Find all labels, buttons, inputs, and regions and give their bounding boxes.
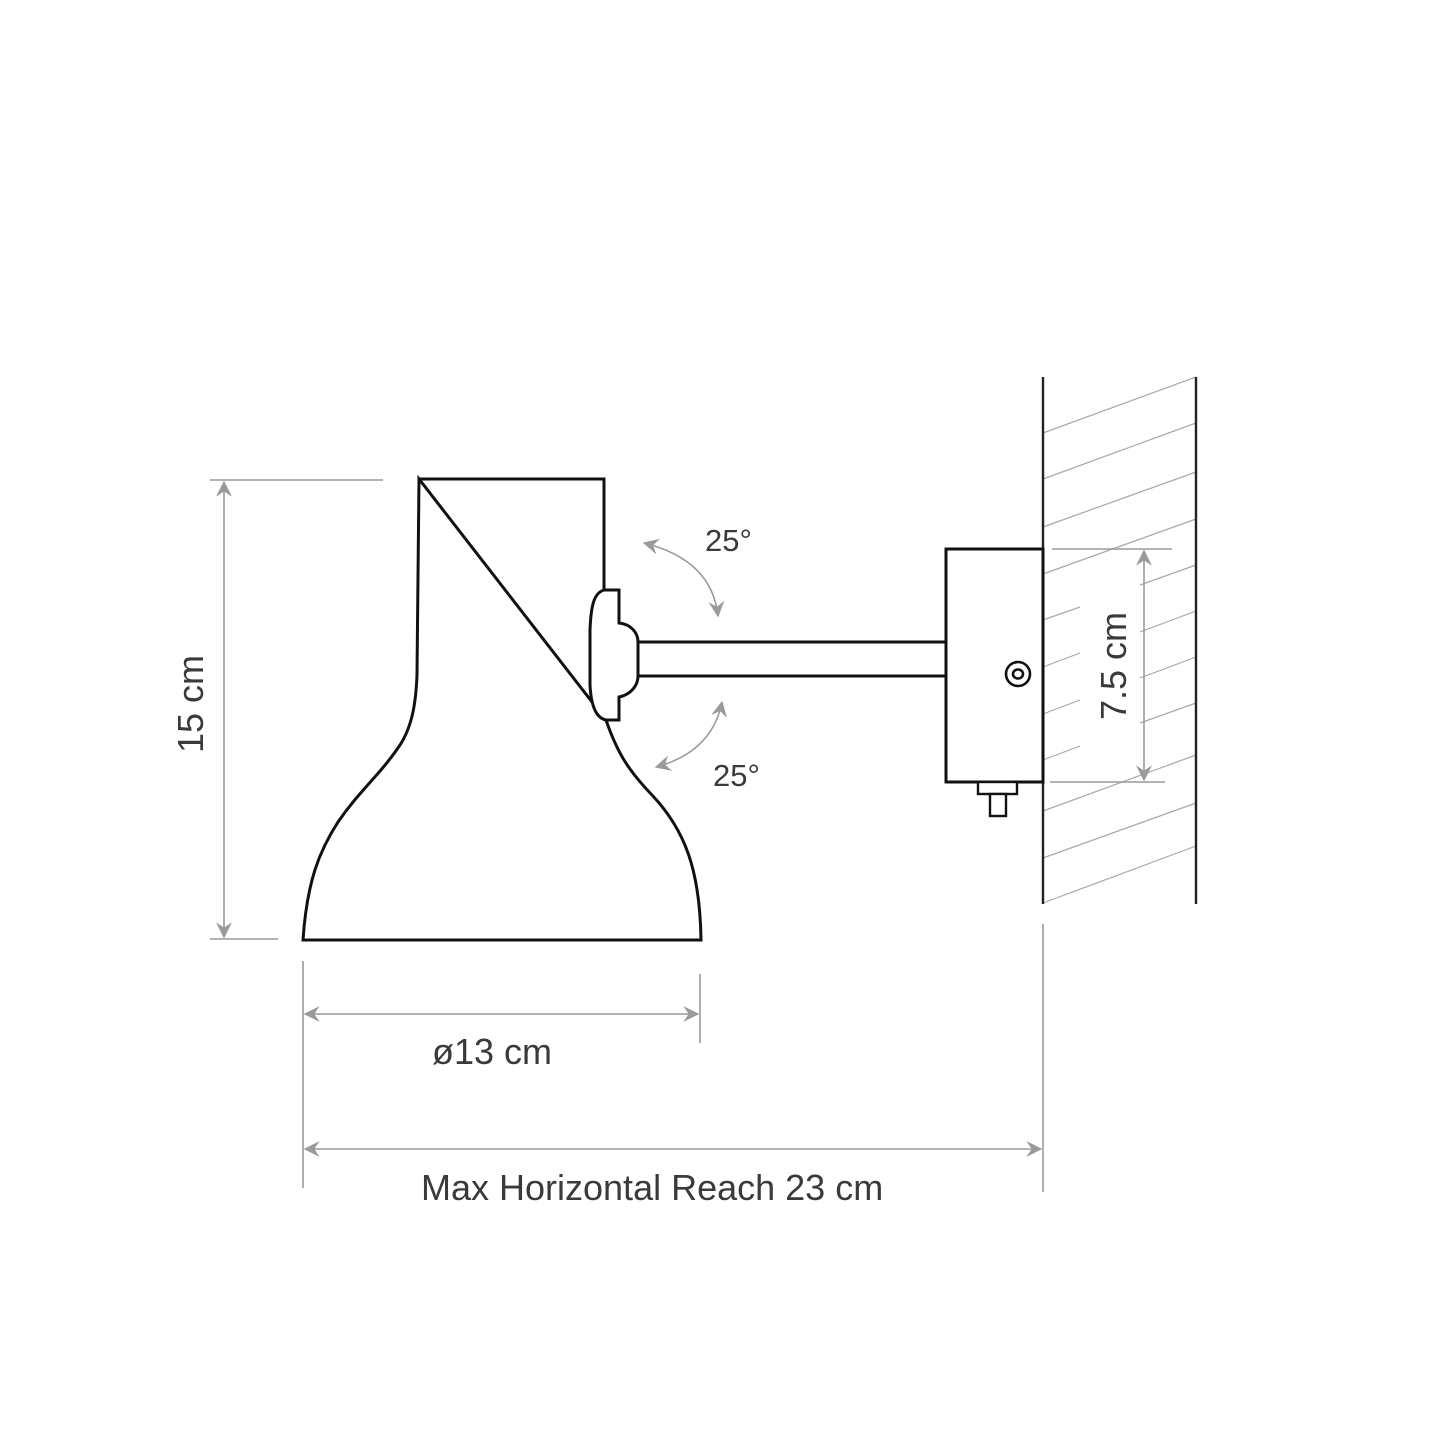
switch-collar: [976, 780, 1019, 796]
screw-icon: [1004, 660, 1032, 688]
backplate-height-label: 7.5 cm: [1093, 611, 1134, 721]
tilt-down-arc: [654, 700, 727, 771]
lamp-knuckle: [588, 588, 640, 722]
height-label: 15 cm: [170, 654, 211, 754]
tilt-down-label: 25°: [713, 758, 760, 793]
wall-backplate: [944, 547, 1045, 784]
tilt-up-arc: [642, 538, 725, 618]
switch-button: [988, 792, 1008, 818]
lamp: [301, 474, 1045, 942]
tilt-up-label: 25°: [705, 523, 752, 558]
lamp-arm: [636, 640, 948, 678]
reach-label: Max Horizontal Reach 23 cm: [421, 1167, 884, 1208]
lamp-shade: [301, 474, 703, 942]
dimension-lines: [210, 479, 1172, 1192]
diameter-label: ø13 cm: [432, 1031, 553, 1072]
